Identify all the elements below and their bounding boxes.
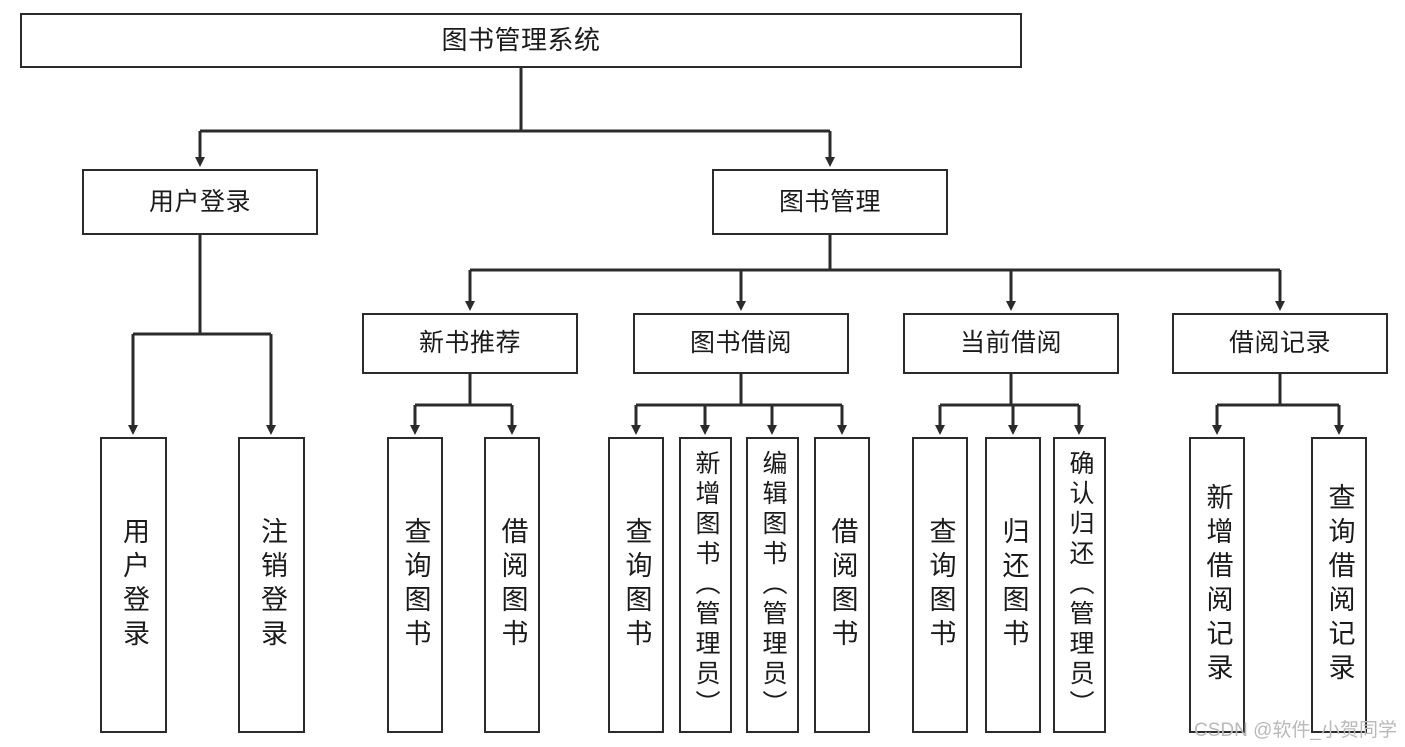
node-leaf-query-record[interactable]: 查询借阅记录 [1311, 437, 1367, 733]
node-leaf-borrow-book-1-label: 借阅图书 [497, 517, 528, 653]
watermark: CSDN @软件_小贺同学 [1194, 720, 1397, 741]
node-new-book-recommend-label: 新书推荐 [418, 329, 521, 358]
node-leaf-add-record[interactable]: 新增借阅记录 [1189, 437, 1245, 733]
node-user-login-label: 用户登录 [148, 187, 251, 216]
node-leaf-borrow-book-2[interactable]: 借阅图书 [814, 437, 870, 733]
node-leaf-confirm-return-label: 确认归还（管理员） [1066, 450, 1094, 720]
node-leaf-query-book-3-label: 查询图书 [925, 517, 956, 653]
node-borrow-record-label: 借阅记录 [1228, 329, 1331, 358]
node-leaf-add-book[interactable]: 新增图书（管理员） [679, 437, 732, 733]
node-leaf-query-book-2-label: 查询图书 [621, 517, 652, 653]
node-leaf-return-book-label: 归还图书 [998, 517, 1029, 653]
node-borrow-record[interactable]: 借阅记录 [1172, 313, 1388, 374]
node-new-book-recommend[interactable]: 新书推荐 [362, 313, 578, 374]
node-leaf-add-record-label: 新增借阅记录 [1202, 483, 1233, 687]
node-current-borrow-label: 当前借阅 [959, 329, 1062, 358]
node-leaf-edit-book[interactable]: 编辑图书（管理员） [746, 437, 799, 733]
node-book-borrow[interactable]: 图书借阅 [633, 313, 849, 374]
node-leaf-query-record-label: 查询借阅记录 [1324, 483, 1355, 687]
node-book-manage[interactable]: 图书管理 [712, 169, 948, 235]
node-leaf-logout-label: 注销登录 [257, 517, 287, 653]
node-leaf-query-book-2[interactable]: 查询图书 [608, 437, 664, 733]
node-root-label: 图书管理系统 [441, 24, 601, 55]
node-book-borrow-label: 图书借阅 [689, 329, 792, 358]
node-leaf-edit-book-label: 编辑图书（管理员） [759, 450, 787, 720]
node-leaf-user-login[interactable]: 用户登录 [100, 437, 167, 733]
node-leaf-query-book-3[interactable]: 查询图书 [912, 437, 968, 733]
node-leaf-query-book-1[interactable]: 查询图书 [387, 437, 443, 733]
node-root[interactable]: 图书管理系统 [20, 13, 1022, 68]
node-user-login[interactable]: 用户登录 [82, 169, 318, 235]
node-leaf-confirm-return[interactable]: 确认归还（管理员） [1053, 437, 1106, 733]
node-leaf-borrow-book-1[interactable]: 借阅图书 [484, 437, 540, 733]
node-leaf-add-book-label: 新增图书（管理员） [692, 450, 720, 720]
node-leaf-return-book[interactable]: 归还图书 [985, 437, 1041, 733]
node-leaf-query-book-1-label: 查询图书 [400, 517, 431, 653]
node-leaf-borrow-book-2-label: 借阅图书 [827, 517, 858, 653]
node-leaf-user-login-label: 用户登录 [119, 517, 149, 653]
node-leaf-logout[interactable]: 注销登录 [238, 437, 305, 733]
node-current-borrow[interactable]: 当前借阅 [903, 313, 1119, 374]
node-book-manage-label: 图书管理 [778, 187, 881, 216]
